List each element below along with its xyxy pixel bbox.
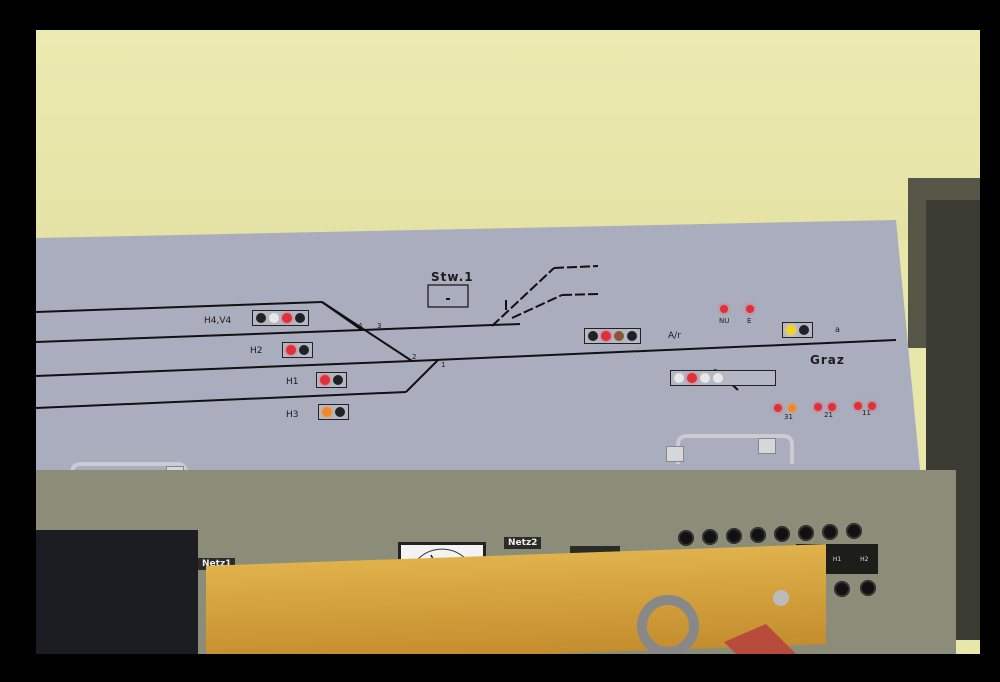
switch-number-2: 2: [412, 353, 417, 361]
console-knob[interactable]: [774, 526, 790, 542]
lamp-yellow: [786, 325, 796, 335]
photo: Stw.1 Graz H4,V4 H2 H1 H3 4 3 2 1 A/r NU…: [36, 30, 980, 654]
console-knob[interactable]: [822, 524, 838, 540]
console-knob[interactable]: [846, 523, 862, 539]
console-knob[interactable]: [702, 529, 718, 545]
handle-foot: [758, 438, 776, 454]
lamp-red: [320, 375, 330, 385]
title-box-label: Stw.1: [431, 270, 474, 284]
lamp-label-21: 21: [824, 411, 833, 419]
handle-foot: [666, 446, 684, 462]
indicator-lamp-21a: [814, 403, 822, 411]
track-label-h4v4: H4,V4: [204, 316, 232, 326]
track-label-h1: H1: [286, 377, 299, 387]
lamp: [627, 331, 637, 341]
signal-lamps-graz[interactable]: [782, 322, 813, 338]
console-knob[interactable]: [834, 581, 850, 597]
tools-on-board-icon: [637, 590, 796, 654]
console-knob[interactable]: [798, 525, 814, 541]
indicator-lamp-21b: [828, 403, 836, 411]
indicator-lamp-31b: [788, 404, 796, 412]
switch-number-1: 1: [441, 361, 446, 369]
lamp-white: [674, 373, 684, 383]
lamp-white: [269, 313, 279, 323]
lamp: [333, 375, 343, 385]
lamp: [335, 407, 345, 417]
indicator-lamp-11b: [868, 402, 876, 410]
lamp-red: [601, 331, 611, 341]
lamp-brown: [614, 331, 624, 341]
console-knob[interactable]: [860, 580, 876, 596]
destination-label: Graz: [810, 353, 845, 367]
console-knob[interactable]: [726, 528, 742, 544]
switch-number-4: 4: [358, 322, 363, 330]
small-label-a: a: [835, 325, 840, 334]
netz2-plate: Netz2: [504, 537, 542, 549]
lamp-white: [713, 373, 723, 383]
track-label-h3: H3: [286, 410, 299, 420]
signal-lamps-h4v4[interactable]: [252, 310, 309, 326]
track-label-h2: H2: [250, 346, 263, 356]
wall: [36, 30, 980, 240]
lamp-red: [687, 373, 697, 383]
switch-number-3: 3: [377, 322, 382, 330]
lamp-orange: [322, 407, 332, 417]
indicator-lamp-e: [746, 305, 754, 313]
lamp-label-31: 31: [784, 413, 793, 421]
signal-label: A/r: [668, 331, 681, 341]
lamp-red: [282, 313, 292, 323]
key-label: H2: [860, 555, 869, 563]
indicator-lamp-31a: [774, 404, 782, 412]
lamp-label-11: 11: [862, 409, 871, 417]
lamp-white: [700, 373, 710, 383]
dark-object-foreground: [36, 530, 198, 654]
lamp-red: [286, 345, 296, 355]
key-label: H1: [832, 555, 842, 563]
indicator-label-e: E: [747, 317, 752, 325]
signal-lamps-h2[interactable]: [282, 342, 313, 358]
signal-lamps-h1[interactable]: [316, 372, 347, 388]
track-diagram: [36, 265, 897, 409]
lamp: [299, 345, 309, 355]
console-knob[interactable]: [678, 530, 694, 546]
indicator-label-nu: NU: [719, 317, 730, 325]
crossing-lamps[interactable]: [670, 370, 776, 386]
console-knob[interactable]: [750, 527, 766, 543]
panel-handle-right[interactable]: [676, 434, 794, 464]
lamp: [295, 313, 305, 323]
signal-lamps-h3[interactable]: [318, 404, 349, 420]
lamp: [588, 331, 598, 341]
indicator-lamp-11a: [854, 402, 862, 410]
lamp: [256, 313, 266, 323]
signal-lamps-a[interactable]: [584, 328, 641, 344]
indicator-lamp-nu: [720, 305, 728, 313]
lamp: [799, 325, 809, 335]
